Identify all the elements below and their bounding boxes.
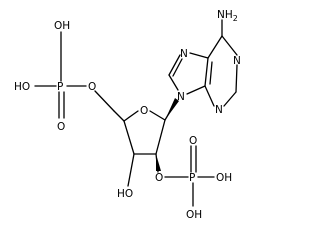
bond-n7-c5 (189, 52, 209, 59)
bond-c8-n7-a (168, 54, 181, 76)
label-p5-o-double: O (57, 121, 65, 133)
bond-c3-c4 (123, 120, 135, 155)
label-p2-oh-right: OH (216, 172, 232, 184)
label-n3: N (215, 104, 223, 116)
label-amine: NH2 (217, 9, 238, 23)
bond-c5-c4 (204, 57, 209, 87)
chemical-structure-diagram: OH HO P O O O N N N N NH2 HO O P OH OH O (14, 9, 241, 221)
bond-n3-c4 (204, 85, 215, 107)
stereo-wedges (112, 98, 179, 171)
bond-c6-n1 (221, 35, 238, 56)
bond-o-c5prime (94, 90, 115, 112)
bond-oring-c1 (149, 110, 166, 121)
bond-c4-c5 (113, 110, 125, 122)
label-o2-ester: O (155, 172, 163, 184)
wedge-c1-n9 (165, 98, 179, 120)
bond-c4-n9 (186, 85, 206, 95)
label-n1: N (233, 55, 241, 67)
wedge-c2-o (156, 154, 161, 171)
atom-labels: OH HO P O O O N N N N NH2 HO O P OH OH O (14, 9, 241, 221)
label-oh3: HO (117, 188, 133, 200)
label-ring-o: O (140, 105, 148, 117)
bond-c2-n3 (223, 91, 237, 107)
bond-c4-oring (123, 110, 139, 122)
bond-c5-c6 (207, 35, 223, 59)
label-n7: N (180, 48, 188, 60)
bond-n1-c2 (235, 64, 238, 93)
label-p2-p: P (189, 172, 195, 184)
label-n9: N (177, 91, 185, 103)
label-p5-p: P (57, 81, 63, 93)
bond-c4-c5-inner (209, 61, 213, 85)
label-p2-o-double: O (189, 135, 197, 147)
label-p2-oh-bottom: OH (186, 209, 202, 221)
bonds (34, 19, 238, 207)
bond-c8-n7-b (172, 58, 183, 77)
bond-c3-oh (127, 153, 135, 187)
label-p5-oh-left: HO (14, 81, 30, 93)
bond-n9-c8 (168, 74, 179, 91)
bond-c1-c2 (155, 119, 166, 155)
label-p5-o-ester: O (88, 81, 96, 93)
label-p5-oh-top: OH (54, 20, 70, 32)
